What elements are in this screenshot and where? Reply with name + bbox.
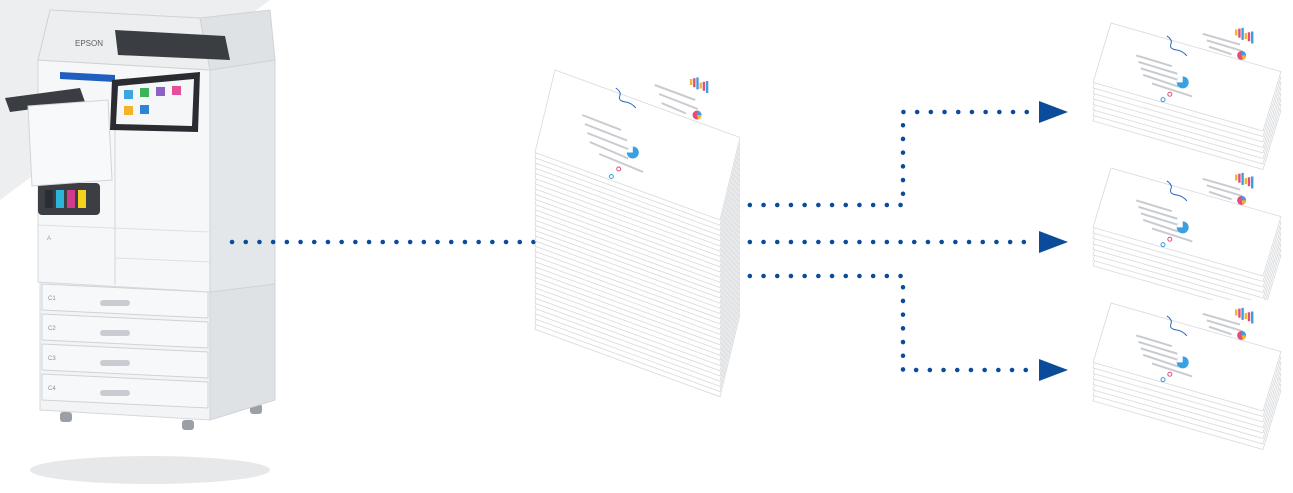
arrowhead-to-top-output — [1039, 101, 1068, 123]
flow-line-to-bottom-output — [695, 276, 1036, 370]
arrowhead-to-bottom-output — [1039, 359, 1068, 381]
flow-line-to-top-output — [695, 112, 1036, 205]
combined-document-stack — [525, 62, 740, 407]
arrowhead-to-middle-output — [1039, 231, 1068, 253]
split-stack-top — [1085, 15, 1285, 170]
split-stack-middle — [1085, 160, 1285, 300]
split-stack-bottom — [1085, 295, 1285, 460]
